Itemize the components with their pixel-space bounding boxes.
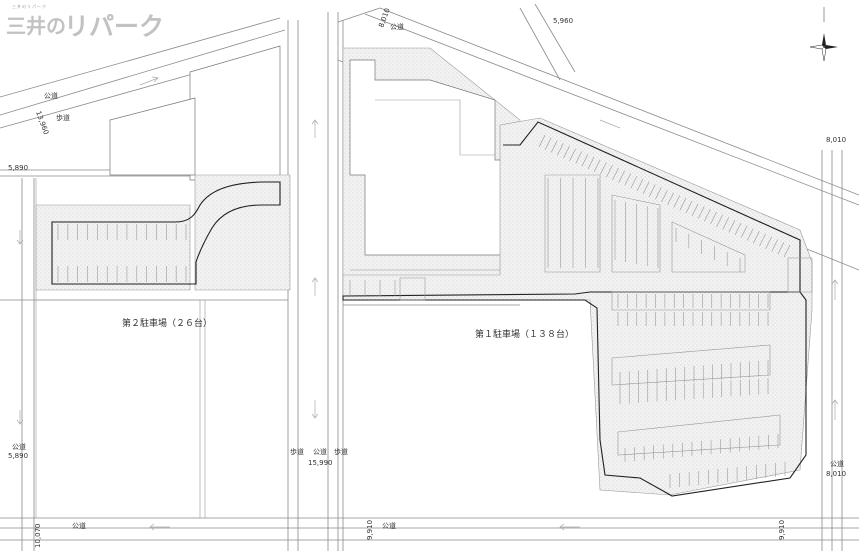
road-label: 5,960 xyxy=(553,17,573,25)
road-label: 9,910 xyxy=(366,520,374,540)
logo-subtitle: 三井のリパーク xyxy=(12,3,47,9)
road-label: 5,890 xyxy=(8,452,28,460)
road-label: 公道 xyxy=(313,447,327,456)
north-arrow-icon xyxy=(809,7,838,62)
road-label: 公道 xyxy=(382,521,396,530)
logo-brand: リパーク xyxy=(64,12,164,41)
road-label: 10,070 xyxy=(34,524,42,549)
road-label: 13,960 xyxy=(34,110,50,136)
road-label: 15,990 xyxy=(308,459,333,467)
road-label: 公道 xyxy=(72,521,86,530)
road-label: 8,010 xyxy=(826,470,846,478)
road-label: 5,890 xyxy=(8,164,28,172)
road-label: 8,010 xyxy=(826,136,846,144)
road-label: 歩道 xyxy=(334,447,348,456)
lot-1 xyxy=(342,117,813,497)
main-building xyxy=(342,47,521,291)
direction-arrows xyxy=(16,76,839,531)
lot-2-label: 第２駐車場（２６台） xyxy=(122,317,212,329)
lot-2 xyxy=(35,174,291,291)
road-label: 歩道 xyxy=(290,447,304,456)
road-label: 公道 xyxy=(12,442,26,451)
road-label: 9,910 xyxy=(778,520,786,540)
road-label: 歩道 xyxy=(56,113,70,122)
road-label: 公道 xyxy=(830,459,844,468)
road-label: 公道 xyxy=(390,22,404,31)
logo-prefix: 三井の xyxy=(6,14,66,38)
road-labels: 公道 歩道 13,960 5,890 公道 5,890 歩道 公道 歩道 15,… xyxy=(8,7,846,548)
brand-logo: 三井のリパーク 三井の リパーク xyxy=(6,3,164,41)
left-building xyxy=(35,45,281,518)
road-label: 公道 xyxy=(44,91,58,100)
lot-1-label: 第１駐車場（１３８台） xyxy=(475,328,574,340)
